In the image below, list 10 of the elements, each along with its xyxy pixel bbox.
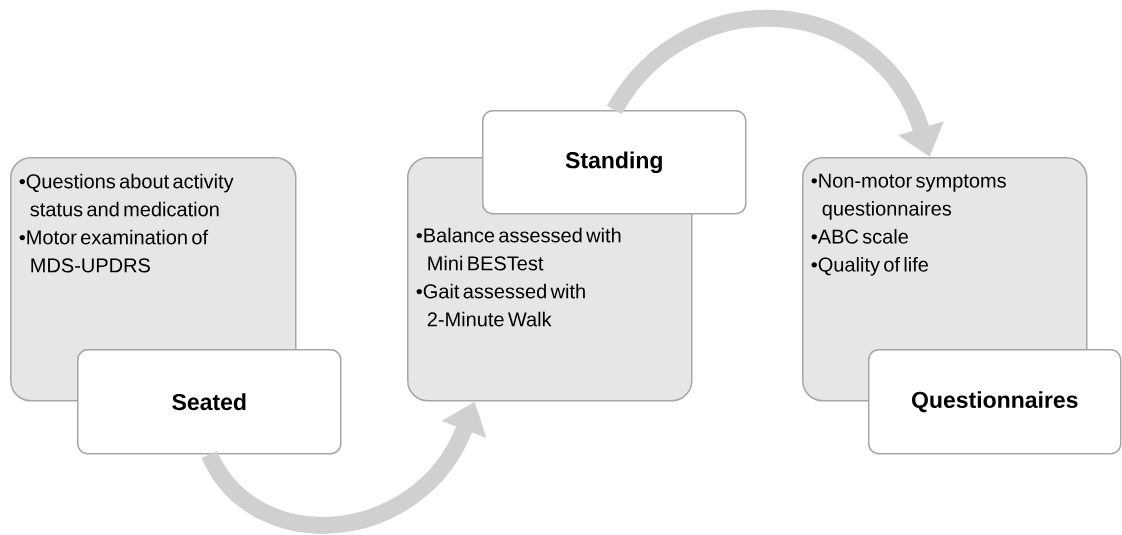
bullet-item: •Gait assessed with 2-Minute Walk [416, 283, 585, 327]
stage-box: Questionnaires [868, 349, 1122, 455]
bullet-item: •Motor examination of MDS-UPDRS [19, 229, 209, 273]
bullet-item: •Non-motor symptoms questionnaires [811, 173, 1006, 220]
bullet-item: •Balance assessed with Mini BESTest [416, 227, 621, 271]
bullet-item: •Quality of life [811, 257, 928, 276]
stage-box: Seated [77, 349, 342, 455]
bullet-item: •ABC scale [811, 229, 908, 244]
stage-box: Standing [482, 110, 747, 215]
bullet-item: •Questions about activity status and medication [19, 173, 234, 217]
